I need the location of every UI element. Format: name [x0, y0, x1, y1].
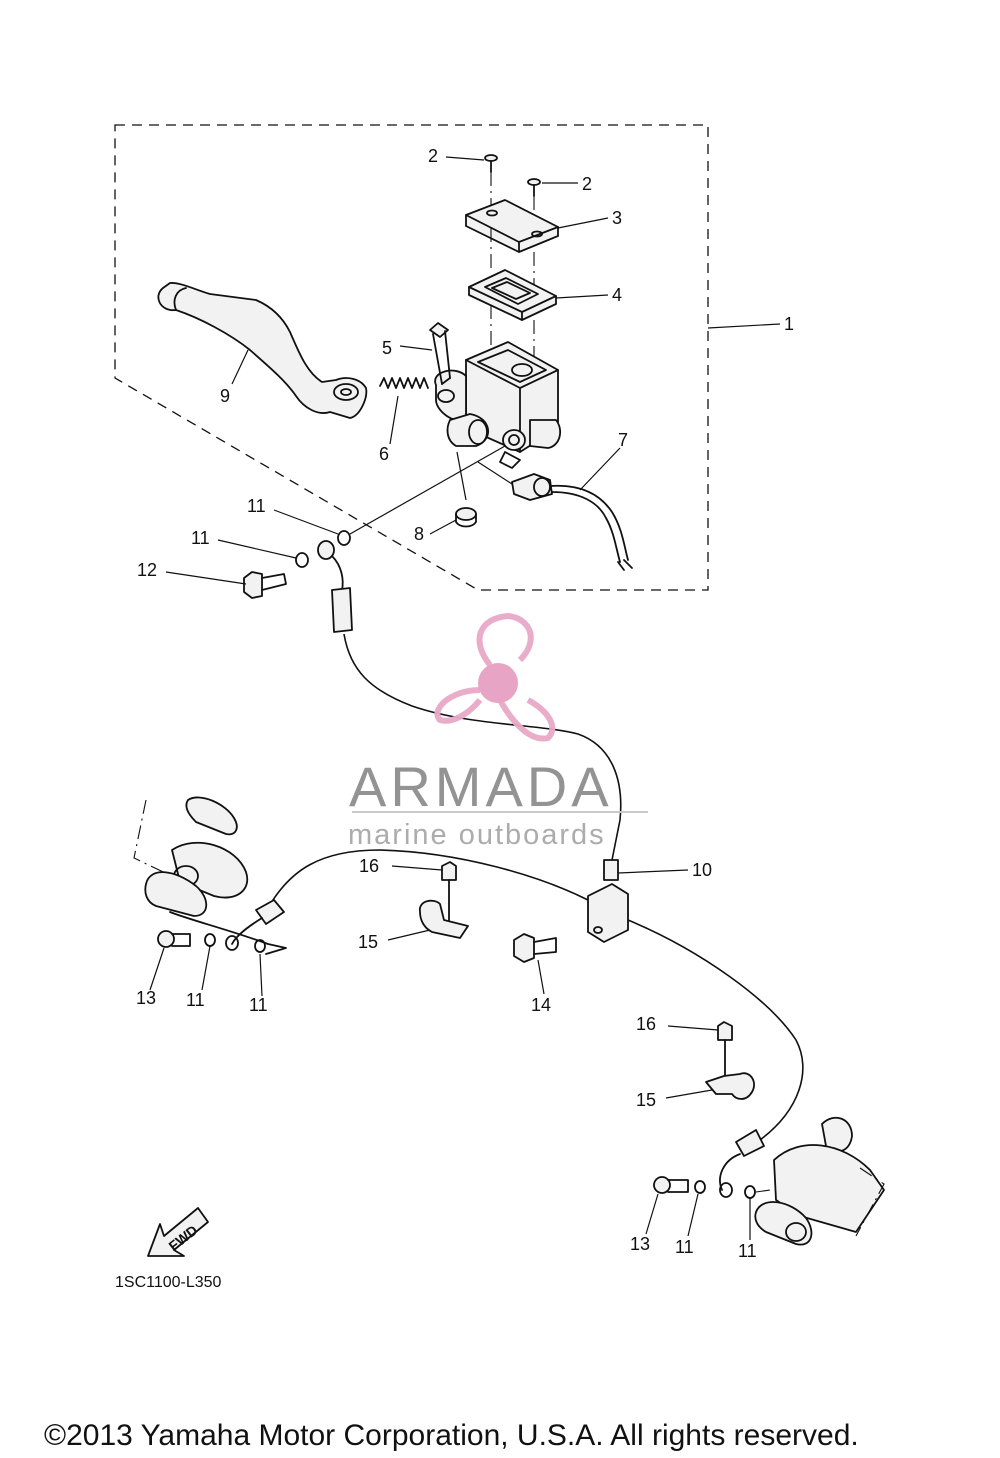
callout-8: 8: [414, 524, 424, 544]
copper-washer: [204, 933, 216, 947]
callout-11: 11: [247, 496, 266, 516]
callout-15: 15: [358, 932, 378, 952]
union-bolt: [243, 571, 287, 599]
forward-arrow: FWD: [147, 1207, 209, 1257]
callout-labels: 1 2 2 3 4 5 6 7 8 9 10 11 11 11 11 11 11…: [136, 146, 794, 1261]
joint-bolt: [513, 933, 557, 963]
callout-16: 16: [359, 856, 379, 876]
copper-washer: [694, 1180, 706, 1194]
reservoir-cap: [465, 199, 559, 253]
watermark-tagline: marine outboards: [348, 819, 606, 851]
master-cylinder-body: [434, 341, 562, 469]
copyright-notice: ©2013 Yamaha Motor Corporation, U.S.A. A…: [44, 1419, 859, 1452]
callout-2: 2: [582, 174, 592, 194]
callout-9: 9: [220, 386, 230, 406]
callout-11: 11: [186, 990, 205, 1010]
hose-clamp-upper: [419, 861, 469, 939]
callout-5: 5: [382, 338, 392, 358]
callout-6: 6: [379, 444, 389, 464]
callout-12: 12: [137, 560, 157, 580]
callout-11: 11: [738, 1241, 757, 1261]
callout-11: 11: [191, 528, 210, 548]
callout-15: 15: [636, 1090, 656, 1110]
callout-13: 13: [630, 1234, 650, 1254]
cap-screw-left: [484, 154, 498, 173]
grommet: [455, 507, 477, 528]
copper-washer: [719, 1182, 733, 1198]
callout-2: 2: [428, 146, 438, 166]
pivot-bolt: [429, 322, 451, 385]
right-caliper: [754, 1116, 885, 1246]
callout-14: 14: [531, 995, 551, 1015]
diagram-code: 1SC1100-L350: [115, 1274, 222, 1291]
left-caliper: [133, 796, 287, 955]
copper-washer: [254, 939, 266, 953]
copper-washer: [744, 1185, 756, 1199]
propeller-hub: [478, 663, 518, 703]
callout-11: 11: [249, 995, 268, 1015]
callout-3: 3: [612, 208, 622, 228]
cap-screw-right: [527, 178, 541, 197]
callout-11: 11: [675, 1237, 694, 1257]
callout-10: 10: [692, 860, 712, 880]
callout-4: 4: [612, 285, 622, 305]
callout-13: 13: [136, 988, 156, 1008]
copper-washer: [225, 935, 239, 951]
callout-7: 7: [618, 430, 628, 450]
union-bolt-left: [157, 930, 191, 948]
brake-hose: [231, 540, 804, 1191]
front-brake-switch: [511, 473, 633, 571]
leader-lines: [149, 156, 781, 1240]
brake-lever: [157, 282, 368, 419]
copper-washer: [295, 552, 309, 568]
lever-spring: [379, 377, 429, 389]
propeller-logo: [434, 612, 556, 742]
watermark-brand: ARMADA: [349, 755, 613, 818]
copper-washer: [337, 530, 351, 546]
union-bolt-right: [653, 1176, 689, 1194]
callout-1: 1: [784, 314, 794, 334]
diaphragm: [468, 269, 557, 321]
armada-watermark: ARMADA marine outboards: [348, 612, 648, 851]
callout-16: 16: [636, 1014, 656, 1034]
assembly-outline: [114, 124, 709, 591]
hose-clamp-lower: [705, 1021, 755, 1100]
